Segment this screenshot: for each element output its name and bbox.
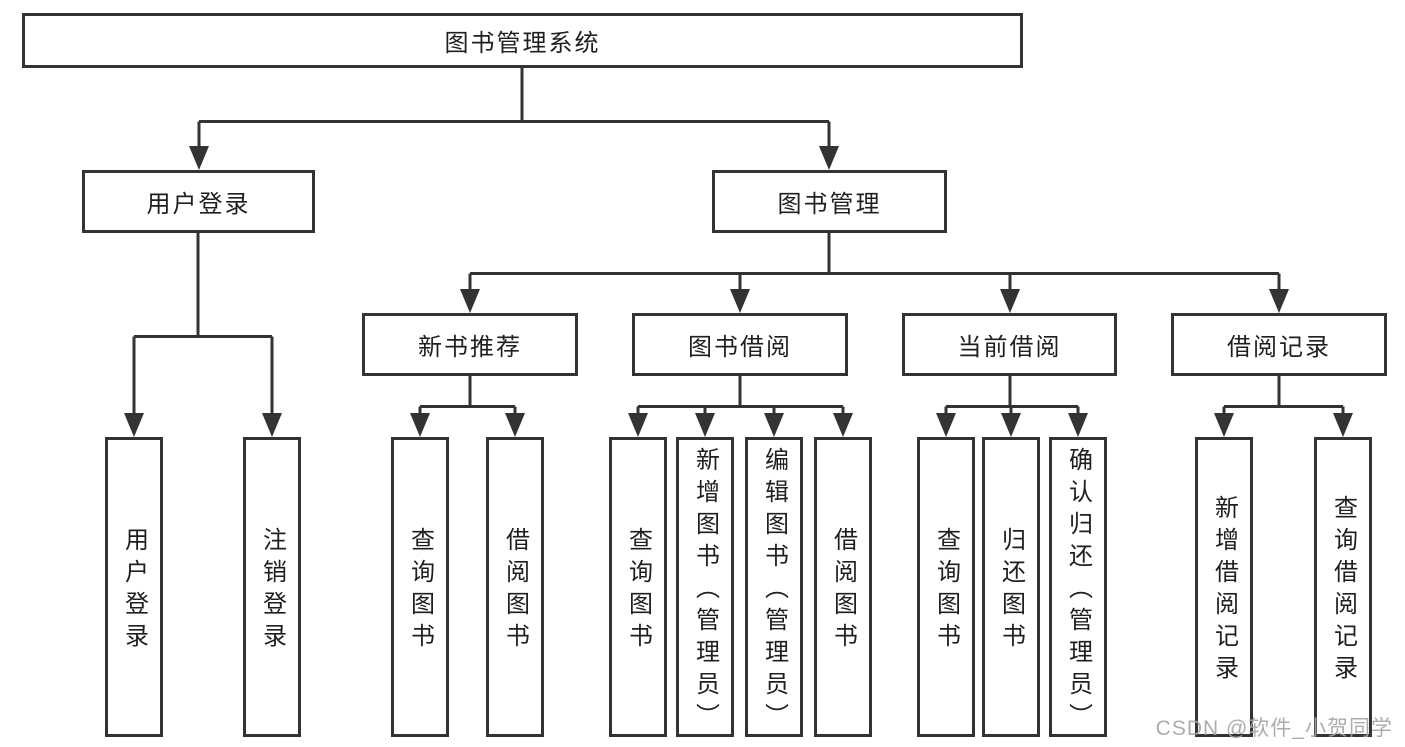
- node-borrowing-records: 借阅记录: [1171, 313, 1387, 376]
- node-root-label: 图书管理系统: [444, 30, 601, 57]
- node-current-borrowing: 当前借阅: [902, 313, 1117, 376]
- node-book-borrowing: 图书借阅: [632, 313, 848, 376]
- leaf-return-books-label: 归还图书: [997, 527, 1025, 655]
- node-new-book-recommendation: 新书推荐: [362, 313, 578, 376]
- leaf-borrow-books-1-label: 借阅图书: [501, 527, 529, 655]
- leaf-edit-books-admin: 编辑图书（管理员）: [745, 437, 803, 737]
- leaf-add-books-admin-label: 新增图书（管理员）: [691, 447, 719, 735]
- leaf-query-books-3-label: 查询图书: [932, 527, 960, 655]
- node-new-book-recommendation-label: 新书推荐: [418, 334, 522, 361]
- leaf-confirm-return-admin: 确认归还（管理员）: [1049, 437, 1107, 737]
- leaf-borrow-books-2: 借阅图书: [814, 437, 872, 737]
- node-user-login: 用户登录: [82, 170, 315, 233]
- leaf-logout-login-label: 注销登录: [258, 527, 286, 655]
- node-book-borrowing-label: 图书借阅: [688, 334, 792, 361]
- node-book-management-label: 图书管理: [777, 191, 882, 218]
- leaf-query-books-3: 查询图书: [917, 437, 975, 737]
- leaf-query-books-2-label: 查询图书: [624, 527, 652, 655]
- leaf-query-books-1: 查询图书: [391, 437, 449, 737]
- leaf-query-borrow-record-label: 查询借阅记录: [1329, 495, 1357, 687]
- node-current-borrowing-label: 当前借阅: [957, 334, 1062, 361]
- leaf-query-books-1-label: 查询图书: [406, 527, 434, 655]
- leaf-return-books: 归还图书: [982, 437, 1040, 737]
- leaf-user-login-label: 用户登录: [120, 527, 148, 655]
- leaf-add-borrow-record: 新增借阅记录: [1195, 437, 1253, 737]
- watermark: CSDN @软件_小贺同学: [1155, 717, 1393, 740]
- leaf-query-books-2: 查询图书: [609, 437, 667, 737]
- node-user-login-label: 用户登录: [146, 191, 251, 218]
- leaf-confirm-return-admin-label: 确认归还（管理员）: [1064, 447, 1092, 735]
- leaf-edit-books-admin-label: 编辑图书（管理员）: [760, 447, 788, 735]
- leaf-add-borrow-record-label: 新增借阅记录: [1210, 495, 1238, 687]
- leaf-user-login: 用户登录: [105, 437, 163, 737]
- node-root: 图书管理系统: [22, 13, 1023, 68]
- leaf-logout-login: 注销登录: [243, 437, 301, 737]
- leaf-add-books-admin: 新增图书（管理员）: [676, 437, 734, 737]
- leaf-query-borrow-record: 查询借阅记录: [1314, 437, 1372, 737]
- leaf-borrow-books-2-label: 借阅图书: [829, 527, 857, 655]
- leaf-borrow-books-1: 借阅图书: [486, 437, 544, 737]
- node-borrowing-records-label: 借阅记录: [1227, 334, 1331, 361]
- node-book-management: 图书管理: [712, 170, 947, 233]
